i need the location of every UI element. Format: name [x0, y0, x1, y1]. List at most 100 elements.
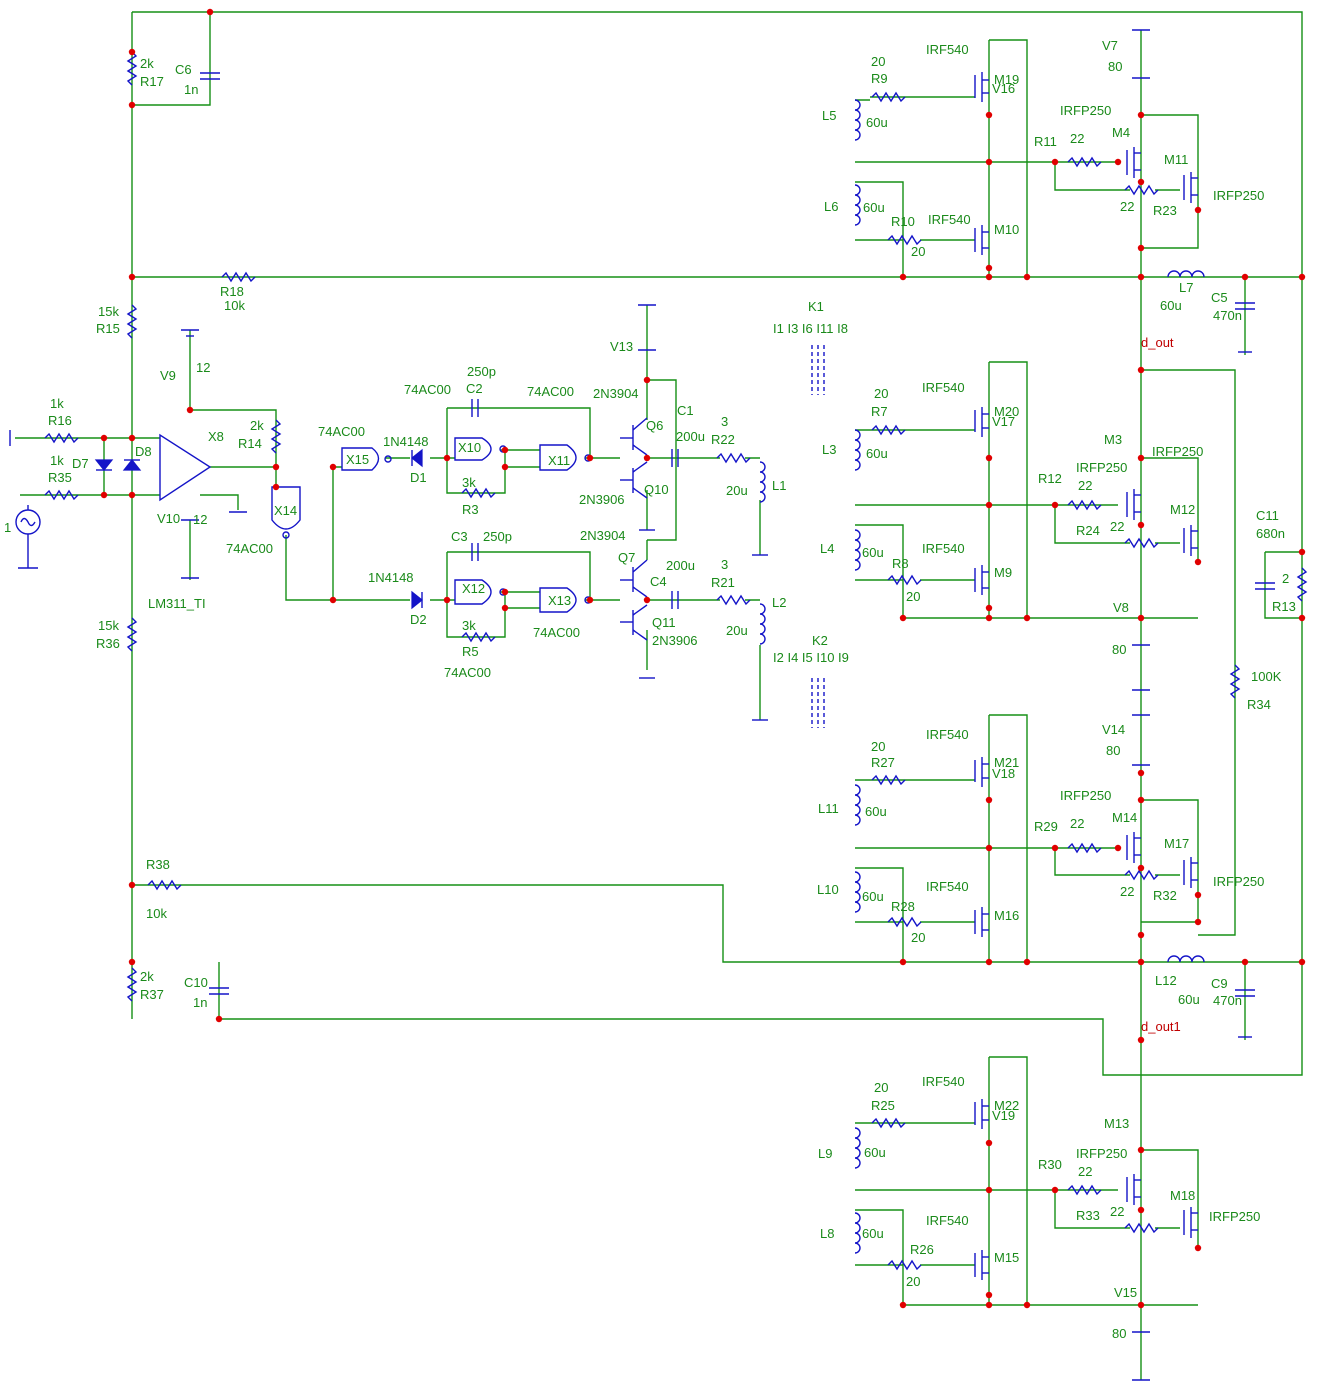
- label: 60u: [864, 1145, 886, 1160]
- resistor-R16: [44, 432, 79, 444]
- inductor-L8: [854, 1212, 861, 1254]
- mosfet-M11: [1183, 172, 1198, 203]
- capacitor-C10: [209, 987, 229, 995]
- label: X15: [346, 452, 369, 467]
- label: R11: [1034, 134, 1057, 149]
- resistor-R13: [1296, 567, 1308, 602]
- label: 74AC00: [404, 382, 451, 397]
- label: M4: [1112, 125, 1130, 140]
- label: 15k: [98, 618, 119, 633]
- resistor-R23: [1124, 184, 1159, 196]
- label: C10: [184, 975, 208, 990]
- inductor-L12: [1167, 955, 1205, 963]
- label: 250p: [467, 364, 496, 379]
- capacitor-C11: [1255, 582, 1275, 590]
- label: R32: [1153, 888, 1177, 903]
- node-dots: [100, 8, 1306, 1309]
- wires: [15, 11, 1303, 1380]
- resistor-R18: [221, 271, 256, 283]
- label: 20: [874, 1080, 888, 1095]
- label: 2N3904: [593, 386, 639, 401]
- transformer-K2: [811, 678, 825, 728]
- label: IRF540: [926, 1213, 969, 1228]
- label: V8: [1113, 600, 1129, 615]
- label: R30: [1038, 1157, 1062, 1172]
- label: 100K: [1251, 669, 1282, 684]
- label: 60u: [1160, 298, 1182, 313]
- label: C9: [1211, 976, 1228, 991]
- label: 60u: [862, 545, 884, 560]
- label: IRFP250: [1213, 188, 1264, 203]
- nand-X11: [539, 444, 577, 471]
- label: 2k: [140, 56, 154, 71]
- resistor-R14: [270, 419, 282, 454]
- label: M13: [1104, 1116, 1129, 1131]
- label: C6: [175, 62, 192, 77]
- label: 22: [1120, 199, 1134, 214]
- label: 22: [1078, 1164, 1092, 1179]
- label: M3: [1104, 432, 1122, 447]
- label: K2: [812, 633, 828, 648]
- label: 22: [1120, 884, 1134, 899]
- label: I2 I4 I5 I10 I9: [773, 650, 849, 665]
- label: 2k: [250, 418, 264, 433]
- label: V13: [610, 339, 633, 354]
- label: D2: [410, 612, 427, 627]
- label: 470n: [1213, 993, 1242, 1008]
- label: 3k: [462, 618, 476, 633]
- resistor-R27: [871, 774, 906, 786]
- label: d_out1: [1141, 1019, 1181, 1034]
- label: C4: [650, 574, 667, 589]
- label: 20: [906, 1274, 920, 1289]
- source-V10: [181, 519, 199, 579]
- mosfet-M16: [974, 907, 989, 937]
- resistor-R17: [126, 51, 138, 86]
- label: L2: [772, 595, 786, 610]
- resistor-R3: [461, 487, 496, 499]
- label: V9: [160, 368, 176, 383]
- resistor-R38: [147, 879, 182, 891]
- nand-X12: [454, 579, 492, 605]
- nand-X13: [539, 587, 577, 613]
- label: L1: [772, 478, 786, 493]
- mosfet-M21: [974, 757, 989, 787]
- label: R28: [891, 899, 915, 914]
- label: 60u: [862, 1226, 884, 1241]
- resistor-R37: [126, 967, 138, 1002]
- label: 2N3904: [580, 528, 626, 543]
- label: R16: [48, 413, 72, 428]
- source-V15: [1132, 1331, 1150, 1381]
- label: C11: [1256, 508, 1279, 523]
- label: 2k: [140, 969, 154, 984]
- label: X11: [548, 453, 570, 468]
- capacitor-C4: [671, 591, 679, 609]
- inductor-L6: [854, 184, 861, 226]
- label: R25: [871, 1098, 895, 1113]
- label: R37: [140, 987, 164, 1002]
- label: 3k: [462, 475, 476, 490]
- resistor-R5: [461, 631, 496, 643]
- label: X14: [274, 503, 297, 518]
- label: 1N4148: [383, 434, 429, 449]
- label: D7: [72, 456, 89, 471]
- ac-source-1: [15, 505, 41, 569]
- mosfet-M19: [974, 72, 989, 102]
- label: 470n: [1213, 308, 1242, 323]
- label: 22: [1070, 816, 1084, 831]
- mosfet-M20: [974, 407, 989, 437]
- label: X10: [458, 440, 481, 455]
- resistor-R12: [1067, 499, 1102, 511]
- label: M9: [994, 565, 1012, 580]
- label: M19: [994, 72, 1019, 87]
- label: d_out: [1141, 335, 1174, 350]
- label: 1N4148: [368, 570, 414, 585]
- label: IRF540: [928, 212, 971, 227]
- mosfet-M4: [1126, 147, 1141, 178]
- label: 60u: [866, 115, 888, 130]
- label: R22: [711, 432, 735, 447]
- diode-D2: [411, 590, 423, 610]
- label: IRFP250: [1060, 788, 1111, 803]
- label: 2N3906: [652, 633, 698, 648]
- label: 12: [193, 512, 207, 527]
